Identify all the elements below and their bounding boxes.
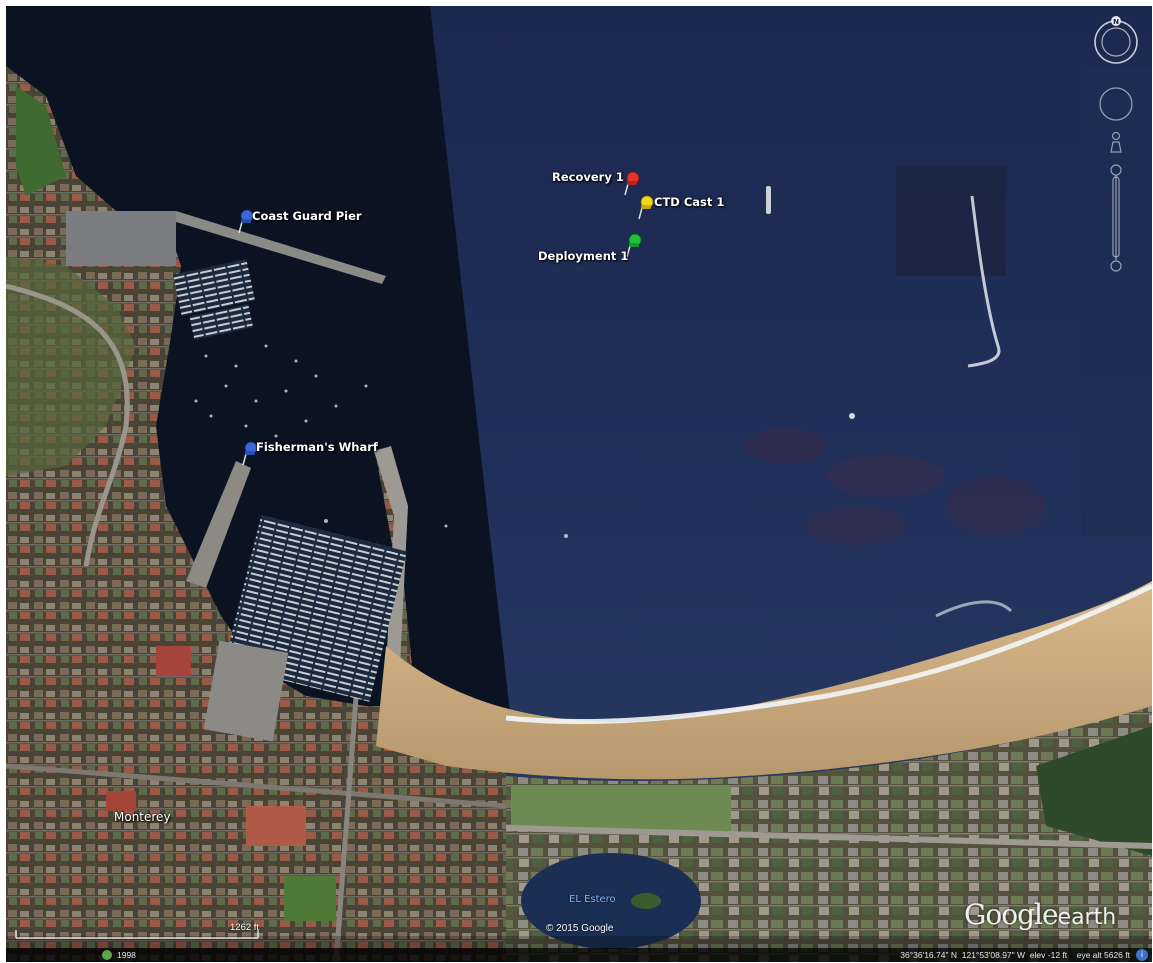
info-icon[interactable]: i — [1136, 949, 1148, 961]
imagery-copyright: © 2015 Google — [546, 923, 614, 934]
scale-bar-label: 1262 ft — [230, 922, 260, 933]
navigation-controls[interactable]: N — [1092, 12, 1140, 282]
pin-ctd-cast-1-icon[interactable] — [638, 194, 656, 220]
zoom-slider-icon[interactable] — [1110, 164, 1122, 272]
google-earth-logo: Googleearth — [964, 898, 1116, 931]
pin-label-recovery-1[interactable]: Recovery 1 — [552, 170, 624, 184]
pin-fishermans-wharf-icon[interactable] — [242, 440, 260, 466]
pin-recovery-1-icon[interactable] — [624, 170, 642, 196]
cursor-coordinates: 36°36'16.74" N 121°53'08.97" W elev -12 … — [900, 948, 1130, 962]
imagery-year: 1998 — [117, 950, 136, 960]
pin-label-fishermans-wharf[interactable]: Fisherman's Wharf — [256, 440, 378, 454]
north-label: N — [1113, 18, 1119, 26]
longitude-readout: 121°53'08.97" W — [961, 950, 1026, 960]
place-label-monterey: Monterey — [114, 810, 171, 824]
status-bar: 1998 36°36'16.74" N 121°53'08.97" W elev… — [6, 948, 1152, 962]
pin-label-deployment-1[interactable]: Deployment 1 — [538, 249, 629, 263]
elevation-readout: elev -12 ft — [1029, 950, 1068, 960]
look-joystick-icon[interactable] — [1099, 87, 1133, 121]
street-view-person-icon[interactable] — [1110, 131, 1122, 153]
logo-sub-text: earth — [1057, 905, 1117, 930]
satellite-imagery[interactable] — [6, 6, 1152, 962]
compass-ring-icon[interactable]: N — [1094, 16, 1138, 64]
historical-imagery-clock-icon[interactable] — [102, 950, 112, 960]
eye-altitude-readout: eye alt 5626 ft — [1076, 950, 1130, 960]
pin-deployment-1-icon[interactable] — [626, 232, 644, 258]
scale-bar — [15, 930, 259, 939]
pin-label-coast-guard-pier[interactable]: Coast Guard Pier — [252, 209, 362, 223]
logo-main-text: Google — [964, 898, 1059, 931]
earth-viewer[interactable]: Recovery 1 CTD Cast 1 Deployment 1 Coast… — [6, 6, 1152, 962]
pin-label-ctd-cast-1[interactable]: CTD Cast 1 — [654, 195, 725, 209]
pin-coast-guard-pier-icon[interactable] — [238, 208, 256, 234]
latitude-readout: 36°36'16.74" N — [900, 950, 957, 960]
place-label-el-estero: EL Estero — [569, 894, 616, 905]
